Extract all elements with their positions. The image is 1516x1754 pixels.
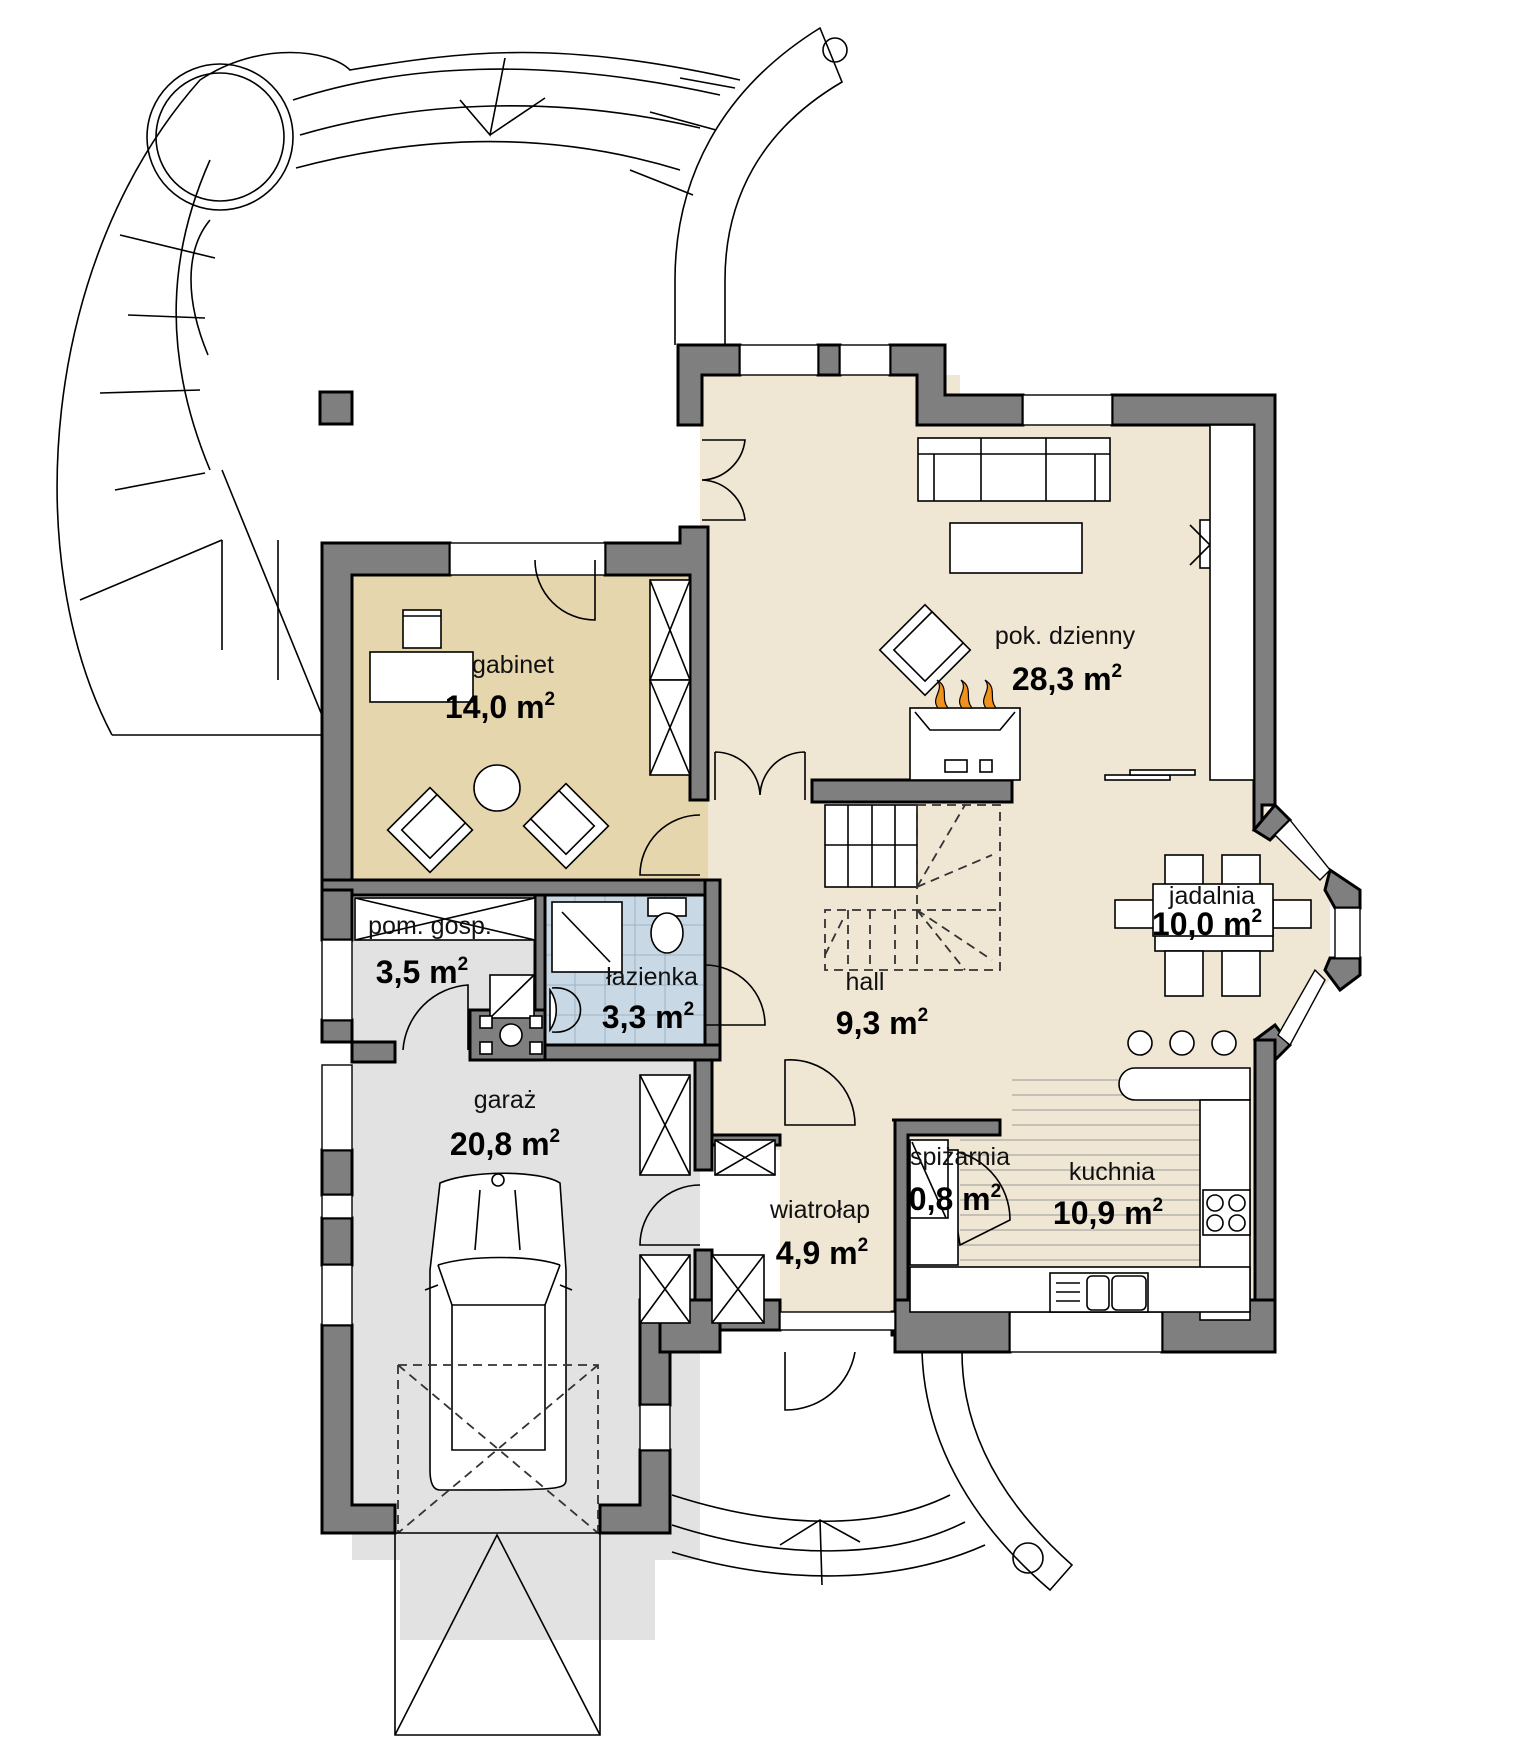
terrace xyxy=(56,26,848,736)
room-name-wiatrolap: wiatrołap xyxy=(769,1196,870,1224)
room-area-wiatrolap: 4,9 m2 xyxy=(776,1235,868,1271)
room-area-gabinet: 14,0 m2 xyxy=(445,689,555,725)
doors xyxy=(402,439,1011,1411)
room-area-garaz: 20,8 m2 xyxy=(450,1126,560,1162)
room-area-spizarnia: 0,8 m2 xyxy=(909,1181,1001,1217)
room-name-spizarnia: spiżarnia xyxy=(910,1143,1010,1171)
column xyxy=(318,390,354,426)
room-name-pom-gosp: pom. gosp. xyxy=(368,912,492,940)
room-name-kuchnia: kuchnia xyxy=(1069,1158,1155,1186)
room-area-pom-gosp: 3,5 m2 xyxy=(376,954,468,990)
room-area-hall: 9,3 m2 xyxy=(836,1005,928,1041)
room-area-pok-dzienny: 28,3 m2 xyxy=(1012,661,1122,697)
room-name-hall: hall xyxy=(846,968,885,996)
garage-door xyxy=(394,1364,601,1736)
room-name-lazienka: łazienka xyxy=(606,963,698,991)
room-area-lazienka: 3,3 m2 xyxy=(602,999,694,1035)
car-icon xyxy=(424,1172,573,1491)
room-name-garaz: garaż xyxy=(474,1086,537,1114)
room-name-gabinet: gabinet xyxy=(472,651,554,679)
room-name-pok-dzienny: pok. dzienny xyxy=(995,622,1136,650)
dining-label-box xyxy=(1152,883,1274,937)
room-name-jadalnia: jadalnia xyxy=(1168,882,1255,910)
entrance-steps xyxy=(671,1351,1074,1592)
room-area-kuchnia: 10,9 m2 xyxy=(1053,1195,1163,1231)
room-area-jadalnia: 10,0 m2 xyxy=(1152,906,1262,942)
room-labels: gabinet 14,0 m2 pok. dzienny 28,3 m2 jad… xyxy=(368,622,1274,1271)
